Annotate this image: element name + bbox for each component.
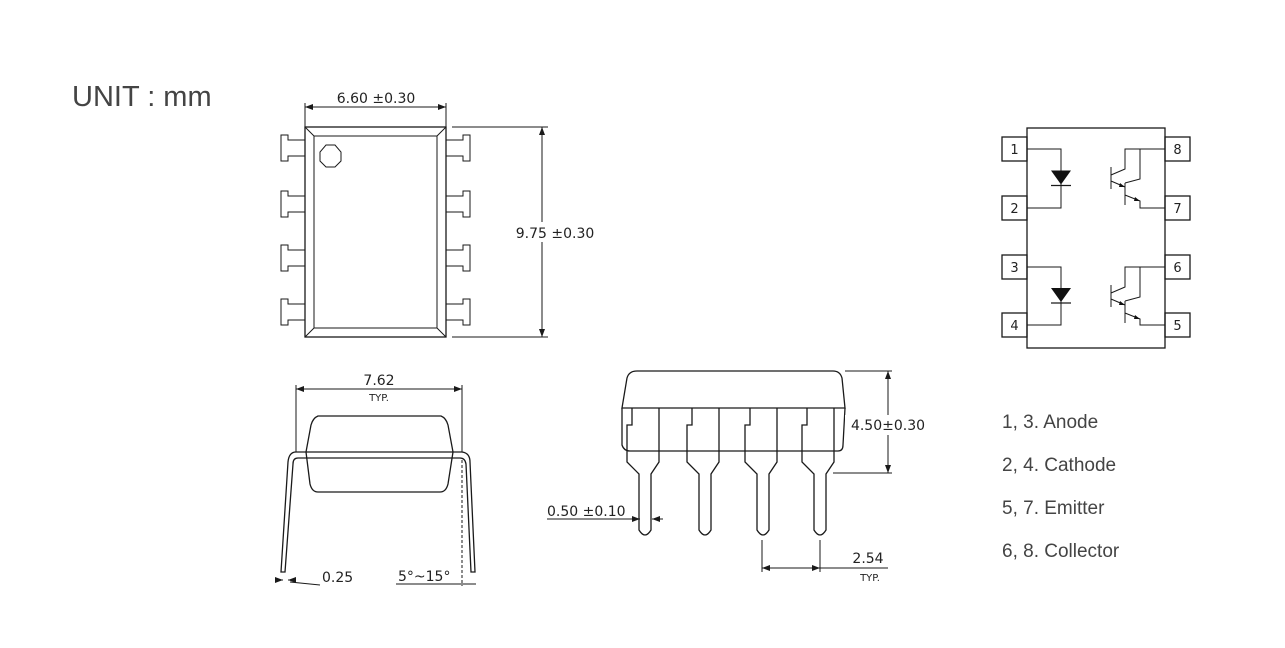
legend-item: 2, 4. Cathode — [1002, 455, 1116, 476]
front-view: 7.62 TYP. 0.25 5°~15° — [275, 373, 476, 586]
top-lead — [446, 190, 471, 218]
width-dimension: 6.60 ±0.30 — [337, 91, 416, 107]
led-diode-icon — [1051, 170, 1071, 185]
top-view: 6.60 ±0.30 9.75 ±0.30 — [280, 91, 610, 338]
top-lead — [280, 244, 305, 272]
top-lead — [446, 134, 471, 162]
pitch-dimension: 2.54 — [852, 551, 883, 567]
side-lead — [744, 408, 778, 536]
pitch-note: TYP. — [859, 573, 880, 584]
top-lead — [280, 134, 305, 162]
lead-thickness-dimension: 0.25 — [322, 570, 353, 586]
pin-number: 5 — [1173, 319, 1181, 334]
body-height-dimension: 4.50±0.30 — [851, 418, 925, 434]
legend-item: 6, 8. Collector — [1002, 541, 1120, 562]
pin-number: 3 — [1010, 261, 1018, 276]
darlington-transistor-icon — [1110, 148, 1165, 209]
pin-number: 8 — [1173, 143, 1181, 158]
pin-number: 7 — [1173, 202, 1181, 217]
side-lead — [801, 408, 835, 536]
top-lead — [280, 298, 305, 326]
top-lead — [280, 190, 305, 218]
side-view: 4.50±0.30 0.50 ±0.10 2.54 TYP. — [547, 370, 931, 584]
pinout-schematic: 1 2 3 4 8 7 6 5 — [1001, 127, 1191, 349]
lead-width-dimension: 0.50 ±0.10 — [547, 504, 626, 520]
darlington-transistor-icon — [1110, 266, 1165, 326]
legend-item: 1, 3. Anode — [1002, 412, 1098, 433]
pin-number: 1 — [1010, 143, 1018, 158]
side-lead — [686, 408, 720, 536]
legend-item: 5, 7. Emitter — [1002, 498, 1105, 519]
side-lead — [626, 408, 660, 536]
top-lead — [446, 298, 471, 326]
pin-number: 4 — [1010, 319, 1018, 334]
lead-span-note: TYP. — [368, 393, 389, 404]
unit-label: UNIT : mm — [72, 81, 212, 113]
pin-number: 6 — [1173, 261, 1181, 276]
lead-span-dimension: 7.62 — [363, 373, 394, 389]
pin1-marker-icon — [319, 144, 342, 168]
pin-number: 2 — [1010, 202, 1018, 217]
top-lead — [446, 244, 471, 272]
pin-legend: 1, 3. Anode 2, 4. Cathode 5, 7. Emitter … — [1002, 412, 1120, 562]
height-dimension: 9.75 ±0.30 — [516, 226, 595, 242]
led-diode-icon — [1051, 288, 1071, 302]
lead-angle-dimension: 5°~15° — [398, 569, 450, 585]
